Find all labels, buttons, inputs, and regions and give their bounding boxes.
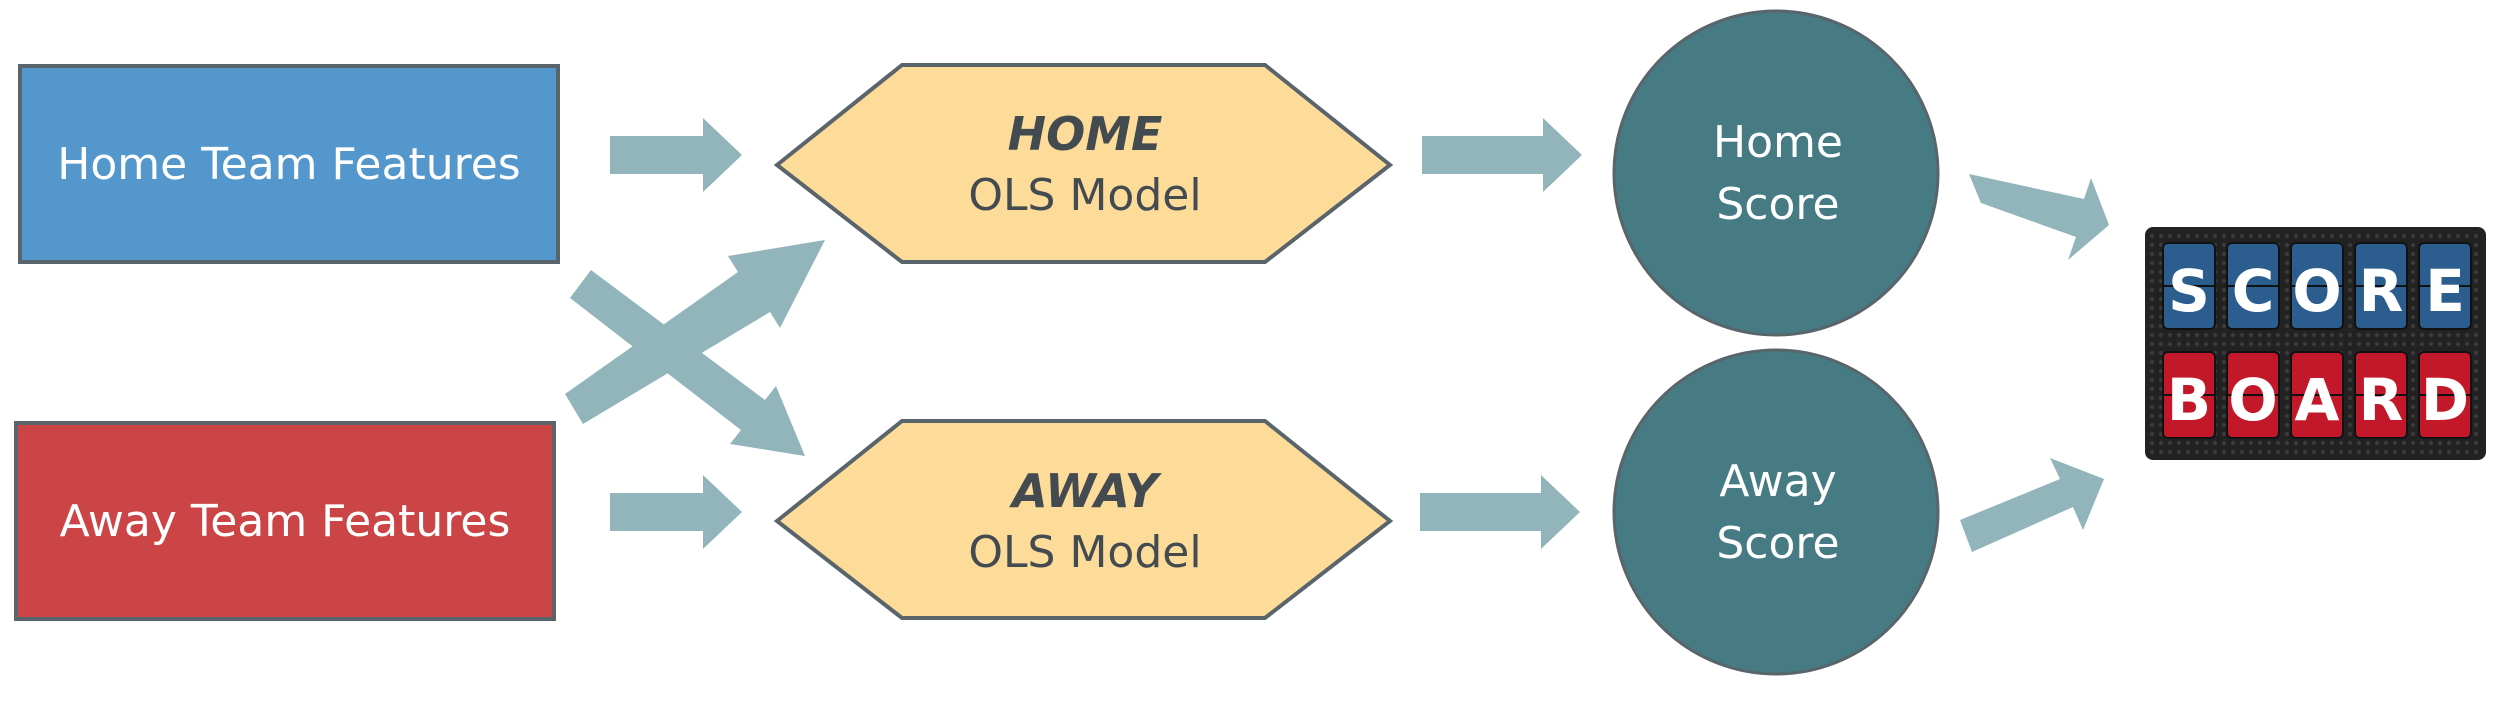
home-model-title: HOME: [1007, 107, 1163, 161]
scoreboard-letter: S: [2168, 257, 2210, 325]
home-team-features-label: Home Team Features: [57, 138, 521, 190]
arrow-away-model-to-away-score: [1420, 475, 1580, 549]
away-model-title: AWAY: [1012, 464, 1158, 518]
arrow-away-features-to-home-model: [565, 240, 825, 424]
scoreboard-letter: C: [2232, 257, 2275, 325]
away-model-hexagon: [773, 419, 1394, 620]
away-score-line-1: Away: [1719, 456, 1837, 507]
scoreboard-letter: O: [2228, 366, 2277, 434]
home-score-line-1: Home: [1713, 117, 1843, 168]
scoreboard-letter: D: [2421, 366, 2469, 434]
away-model-label: AWAY OLS Model: [775, 460, 1395, 584]
arrow-home-score-to-scoreboard: [1969, 174, 2109, 260]
arrows: [565, 118, 2109, 552]
home-model-label: HOME OLS Model: [775, 103, 1395, 227]
scoreboard-letter: R: [2359, 366, 2404, 434]
arrow-away-score-to-scoreboard: [1960, 458, 2104, 552]
scoreboard-letter: E: [2425, 257, 2465, 325]
arrow-home-features-to-away-model: [570, 270, 805, 456]
away-score-circle: [1612, 348, 1940, 676]
away-score-label: Away Score: [1613, 451, 1943, 575]
away-team-features-box: Away Team Features: [14, 421, 556, 621]
scoreboard-letter: A: [2295, 366, 2340, 434]
away-score-line-2: Score: [1716, 518, 1840, 569]
scoreboard-letter: R: [2359, 257, 2404, 325]
scoreboard-letter: B: [2167, 366, 2211, 434]
home-team-features-box: Home Team Features: [18, 64, 560, 264]
home-model-hexagon: [773, 63, 1394, 264]
home-model-name: OLS Model: [968, 170, 1202, 221]
arrow-home-features-to-home-model: [610, 118, 742, 192]
arrow-home-model-to-home-score: [1422, 118, 1582, 192]
away-model-name: OLS Model: [968, 527, 1202, 578]
scoreboard-letter: O: [2292, 257, 2341, 325]
home-score-label: Home Score: [1613, 112, 1943, 236]
arrow-away-features-to-away-model: [610, 475, 742, 549]
away-team-features-label: Away Team Features: [59, 495, 511, 547]
home-score-line-2: Score: [1716, 179, 1840, 230]
home-score-circle: [1612, 9, 1940, 337]
